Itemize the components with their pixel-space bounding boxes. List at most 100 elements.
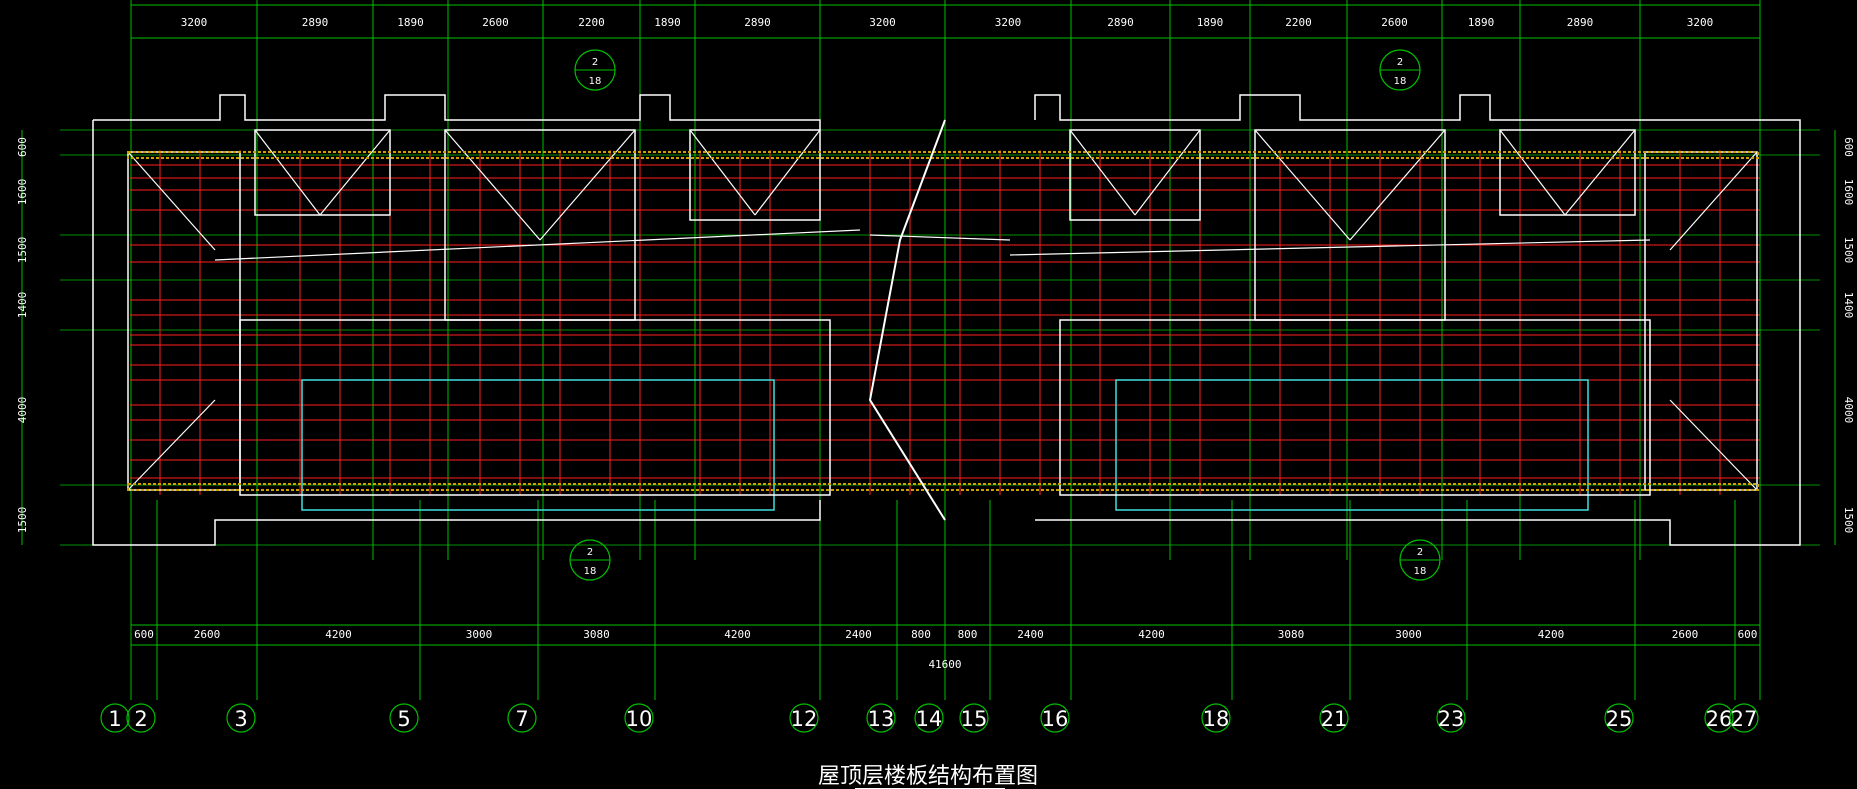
axis-bubble-circle: [126, 703, 156, 733]
section-tag-bottom: 18: [1394, 76, 1407, 87]
bottom-dimension: 2400: [845, 628, 872, 641]
wall-outline-right: [1034, 94, 1801, 546]
left-dimension: 1500: [16, 237, 29, 264]
top-dimension: 2890: [1107, 16, 1134, 29]
axis-bubble-label: 23: [1438, 707, 1465, 731]
roof-ridge-11: [1134, 129, 1201, 216]
left-dimension: 1400: [16, 292, 29, 319]
axis-bubble-label: 3: [234, 707, 247, 731]
roof-ridge-16: [869, 234, 1011, 241]
axis-bubble-circle: [624, 703, 654, 733]
section-tag-bottom: 18: [589, 76, 602, 87]
axis-grid-lines: [21, 0, 1836, 700]
right-court: [1059, 319, 1651, 496]
building-outline: [92, 94, 1801, 546]
bottom-dimension: 3080: [1278, 628, 1305, 641]
room-0: [254, 129, 391, 216]
hatched-wall-bottom: [127, 483, 1759, 491]
roof-ridge-6: [444, 129, 541, 241]
roof-ridge-14: [1499, 129, 1566, 216]
roof-ridge-12: [1254, 129, 1351, 241]
left-court: [239, 319, 831, 496]
top-dimension: 3200: [181, 16, 208, 29]
roof-ridge-2: [127, 399, 216, 491]
axis-bubble-label: 2: [134, 707, 147, 731]
void-outline-0: [301, 379, 775, 511]
top-dimension: 3200: [869, 16, 896, 29]
axis-bubble-label: 10: [626, 707, 653, 731]
bottom-dimension: 3000: [1395, 628, 1422, 641]
axis-bubble-label: 18: [1203, 707, 1230, 731]
top-dimension: 1890: [1468, 16, 1495, 29]
right-dimension: 600: [1842, 137, 1855, 157]
room-4: [1254, 129, 1446, 321]
roof-ridge-7: [539, 129, 636, 241]
axis-bubble-label: 12: [791, 707, 818, 731]
axis-bubble-label: 25: [1606, 707, 1633, 731]
roof-ridge-10: [1069, 129, 1136, 216]
top-dimension: 2200: [578, 16, 605, 29]
axis-bubble-label: 21: [1321, 707, 1348, 731]
roof-ridge-15: [1564, 129, 1636, 216]
drawing-title: 屋顶层楼板结构布置图: [818, 764, 1038, 789]
axis-bubble-label: 7: [515, 707, 528, 731]
top-dimension: 1890: [654, 16, 681, 29]
section-tag-top: 2: [1417, 547, 1423, 558]
roof-ridge-1: [1669, 151, 1758, 251]
wall-outline-left-top: [93, 94, 821, 130]
roof-ridge-5: [319, 129, 391, 216]
axis-bubble-label: 14: [916, 707, 943, 731]
top-dimension: 2890: [1567, 16, 1594, 29]
bottom-dimension: 600: [134, 628, 154, 641]
bottom-dimension: 2600: [1672, 628, 1699, 641]
axis-bubble-label: 26: [1706, 707, 1733, 731]
left-dimension: 1600: [16, 179, 29, 206]
roof-ridge-0: [127, 151, 216, 251]
room-2: [689, 129, 821, 221]
bottom-dimension: 4200: [1538, 628, 1565, 641]
right-dimension: 1600: [1842, 179, 1855, 206]
right-dimension: 1400: [1842, 292, 1855, 319]
axis-bubble-label: 16: [1042, 707, 1069, 731]
roof-ridge-4: [254, 129, 321, 216]
right-dimension: 1500: [1842, 237, 1855, 264]
axis-bubble-circle: [507, 703, 537, 733]
roof-ridge-9: [754, 129, 821, 216]
axis-bubble-circle: [1201, 703, 1231, 733]
axis-bubble-label: 13: [868, 707, 895, 731]
bottom-dimension: 4200: [724, 628, 751, 641]
top-dimension: 3200: [995, 16, 1022, 29]
break-line: [868, 119, 946, 521]
room-3: [1069, 129, 1201, 221]
top-dimension: 2600: [1381, 16, 1408, 29]
bottom-dimension: 800: [958, 628, 978, 641]
void-outline-1: [1115, 379, 1589, 511]
left-dimension: 4000: [16, 397, 29, 424]
axis-bubble-circle: [1704, 703, 1734, 733]
axis-bubble-circle: [389, 703, 419, 733]
bottom-dimension: 2600: [194, 628, 221, 641]
top-dimension: 2600: [482, 16, 509, 29]
axis-bubble-label: 1: [108, 707, 121, 731]
top-dimension: 1890: [1197, 16, 1224, 29]
top-dimension: 2890: [302, 16, 329, 29]
axis-bubble-circle: [1729, 703, 1759, 733]
axis-bubble-label: 27: [1731, 707, 1758, 731]
section-tag-bottom: 18: [1414, 566, 1427, 577]
left-dimension: 600: [16, 137, 29, 157]
left-dimension: 1500: [16, 507, 29, 534]
axis-bubble-circle: [866, 703, 896, 733]
room-1: [444, 129, 636, 321]
wall-outline-left-bottom: [92, 120, 821, 546]
room-5: [1499, 129, 1636, 216]
section-tag-top: 2: [592, 57, 598, 68]
axis-bubble-circle: [100, 703, 130, 733]
axis-bubble-circle: [1040, 703, 1070, 733]
axis-bubble-circle: [1604, 703, 1634, 733]
top-dimension: 2200: [1285, 16, 1312, 29]
section-tag-top: 2: [1397, 57, 1403, 68]
